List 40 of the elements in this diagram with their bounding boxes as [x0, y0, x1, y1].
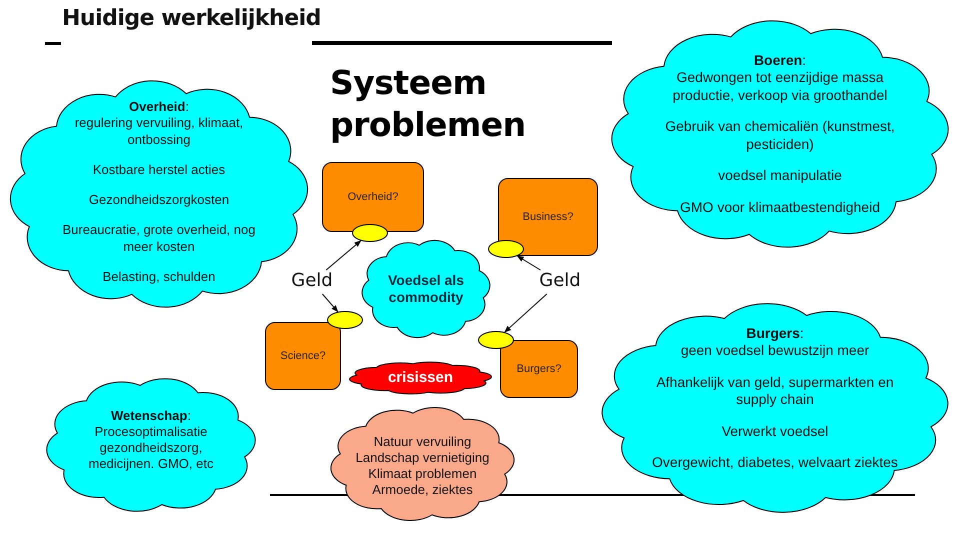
cloud-text: geen voedsel bewustzijn meer	[680, 342, 870, 360]
cloud-text: GMO voor klimaatbestendigheid	[680, 198, 880, 216]
cloud-text: regulering vervuiling, klimaat, ontbossing	[74, 115, 244, 148]
box-label: Overheid?	[348, 191, 398, 203]
cloud-text: Overgewicht, diabetes, welvaart ziektes	[652, 454, 898, 472]
cloud-text: Gezondheidszorgkosten	[88, 192, 230, 208]
connector-ellipse	[327, 311, 363, 329]
heading-text: Systeem problemen	[330, 62, 527, 146]
cloud-text: crisissen	[388, 368, 454, 388]
slide-title: Huidige werkelijkheid	[62, 6, 321, 31]
cloud-text: Gedwongen tot eenzijdige massa productie, verkoop via groothandel	[672, 69, 888, 104]
arrow	[326, 240, 362, 270]
actor-box	[265, 322, 341, 390]
cloud-heading: Overheid:	[129, 99, 189, 116]
actor-box	[498, 178, 598, 256]
cloud-text: Natuur vervuiling Landschap vernietiging Klimaat problemen Armoede, ziektes	[354, 434, 490, 498]
cloud-text: Kostbare herstel acties	[92, 162, 226, 178]
cloud-text: Afhankelijk van geld, supermarkten en supply chain	[655, 374, 895, 408]
connector-ellipse	[488, 240, 524, 258]
flow-label: Geld	[289, 270, 335, 294]
actor-box	[500, 340, 578, 398]
cloud-text: voedsel manipulatie	[718, 167, 842, 185]
connector-ellipse	[478, 331, 514, 349]
box-label: Science?	[280, 350, 326, 362]
actor-box	[322, 162, 424, 232]
cloud-text: Voedsel als commodity	[386, 272, 465, 306]
cloud-heading: Boeren:	[754, 52, 806, 70]
flow-label: Geld	[537, 270, 583, 294]
cloud-text: Procesoptimalisatie gezondheidszorg, medicijnen. GMO, etc	[88, 424, 214, 472]
cloud-heading: Burgers:	[746, 324, 804, 342]
box-label: Business?	[522, 211, 574, 223]
box-label: Burgers?	[516, 363, 562, 375]
cloud-text: Belasting, schulden	[102, 268, 216, 285]
arrow	[504, 294, 548, 333]
cloud-heading: Wetenschap:	[111, 408, 191, 424]
cloud-text: Verwerkt voedsel	[722, 422, 828, 440]
cloud-text: Gebruik van chemicaliën (kunstmest, pesticiden)	[664, 118, 896, 154]
arrow	[516, 256, 541, 270]
cloud-text: Bureaucratie, grote overheid, nog meer kosten	[62, 222, 256, 255]
arrow	[322, 294, 338, 312]
